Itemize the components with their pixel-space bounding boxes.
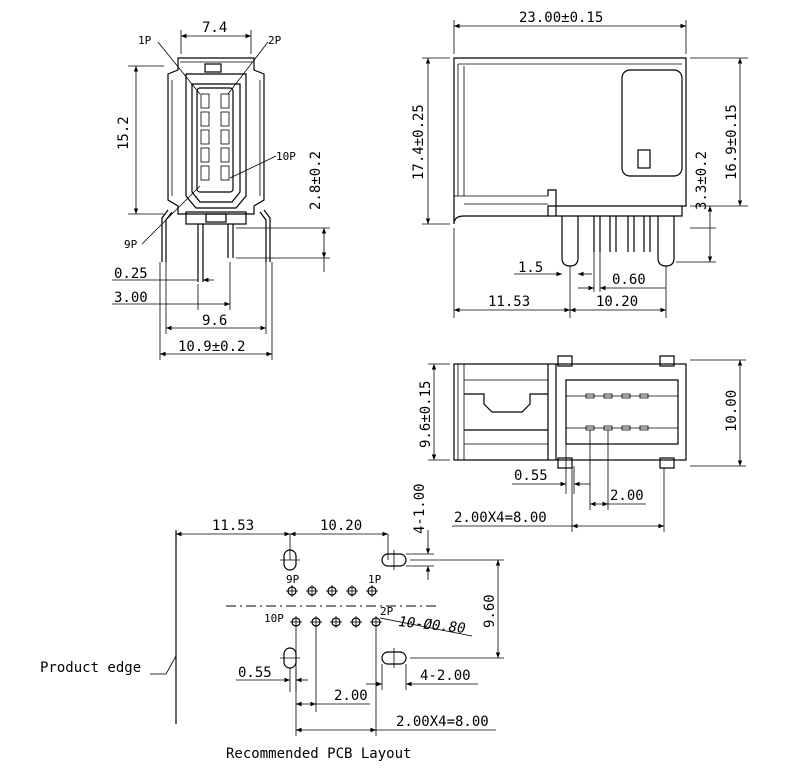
front-contacts bbox=[200, 93, 230, 181]
bottom-outline bbox=[453, 363, 687, 461]
dim-pcb-4-2-00: 4-2.00 bbox=[420, 668, 471, 684]
dim-front-overall-width: 10.9±0.2 bbox=[178, 339, 245, 355]
dim-pcb-9-60: 9.60 bbox=[482, 594, 498, 628]
side-view: 23.00±0.15 17.4±0.25 16.9±0.15 3.3±0.2 1… bbox=[411, 10, 748, 318]
front-contact-tongue bbox=[196, 87, 234, 193]
side-pins bbox=[548, 206, 683, 267]
dim-bottom-pitch: 2.00X4=8.00 bbox=[454, 510, 547, 526]
dim-pcb-pitch: 2.00X4=8.00 bbox=[396, 714, 489, 730]
dim-side-11-53: 11.53 bbox=[488, 294, 530, 310]
dim-front-9-6: 9.6 bbox=[202, 313, 227, 329]
side-front-edge bbox=[457, 64, 465, 196]
dim-side-10-20: 10.20 bbox=[596, 294, 638, 310]
dim-front-pin-width: 0.25 bbox=[114, 266, 148, 282]
dim-side-pin-protrusion: 3.3±0.2 bbox=[694, 151, 710, 210]
dim-side-0-60: 0.60 bbox=[612, 272, 646, 288]
dim-front-pin-height: 2.8±0.2 bbox=[308, 151, 324, 210]
pcb-pin-holes bbox=[286, 585, 382, 628]
dim-pcb-holes: 10-Ø0.80 bbox=[398, 614, 467, 637]
dim-side-1-5: 1.5 bbox=[518, 260, 543, 276]
dim-pcb-0-55: 0.55 bbox=[238, 665, 272, 681]
dim-bottom-0-55: 0.55 bbox=[514, 468, 548, 484]
pcb-label-1p: 1P bbox=[368, 573, 382, 586]
front-pins bbox=[197, 224, 234, 282]
side-window bbox=[621, 69, 683, 177]
front-top-tab bbox=[204, 63, 222, 73]
label-2p: 2P bbox=[268, 34, 282, 47]
bottom-rails bbox=[464, 379, 548, 445]
bottom-view: 9.6±0.15 10.00 0.55 2.00 2.00X4=8.00 bbox=[418, 355, 746, 532]
pcb-label-10p: 10P bbox=[264, 612, 284, 625]
dim-bottom-9-6: 9.6±0.15 bbox=[418, 381, 434, 448]
front-opening bbox=[185, 73, 247, 209]
bottom-pin-area bbox=[565, 379, 679, 445]
pcb-label-9p: 9P bbox=[286, 573, 300, 586]
front-legs-inner bbox=[165, 211, 267, 262]
front-inner-opening bbox=[191, 83, 241, 203]
front-shell-outline bbox=[167, 57, 265, 215]
dim-front-pin-offset: 3.00 bbox=[114, 290, 148, 306]
front-view: 1P 2P 7.4 15.2 10P 9P 2.8±0.2 0.25 3.0 bbox=[112, 20, 330, 360]
product-edge-label: Product edge bbox=[40, 660, 141, 676]
dim-front-width-top: 7.4 bbox=[202, 20, 227, 36]
dim-side-height-left: 17.4±0.25 bbox=[411, 104, 427, 180]
dim-side-height-right: 16.9±0.15 bbox=[724, 104, 740, 180]
dim-pcb-11-53: 11.53 bbox=[212, 518, 254, 534]
side-step bbox=[547, 189, 557, 206]
front-legs bbox=[161, 209, 271, 262]
dim-pcb-4-1-00: 4-1.00 bbox=[412, 483, 428, 534]
pcb-slot-holes bbox=[280, 549, 407, 669]
front-shell-edge bbox=[171, 80, 261, 196]
label-9p: 9P bbox=[124, 238, 138, 251]
bottom-pin-marks bbox=[557, 355, 675, 469]
dim-front-height: 15.2 bbox=[116, 116, 132, 150]
dim-bottom-2-00: 2.00 bbox=[610, 488, 644, 504]
pcb-label-2p: 2P bbox=[380, 605, 394, 618]
label-10p: 10P bbox=[276, 150, 296, 163]
dim-bottom-10-00: 10.00 bbox=[724, 390, 740, 432]
side-latch bbox=[637, 149, 651, 169]
front-base bbox=[185, 211, 247, 225]
bottom-latch-cutout bbox=[464, 393, 548, 431]
dim-side-length: 23.00±0.15 bbox=[519, 10, 603, 26]
label-1p: 1P bbox=[138, 34, 152, 47]
bottom-divider bbox=[547, 364, 557, 460]
front-base-tab bbox=[205, 213, 227, 223]
bottom-front-edges bbox=[457, 364, 465, 460]
dim-pcb-2-00: 2.00 bbox=[334, 688, 368, 704]
side-body-outline bbox=[453, 57, 687, 225]
bottom-pin-rows bbox=[566, 395, 678, 429]
side-bottom-lines bbox=[454, 195, 548, 205]
pcb-caption: Recommended PCB Layout bbox=[226, 746, 411, 762]
pcb-layout: 11.53 10.20 4-1.00 9.60 9P 1P 10P 2P bbox=[40, 483, 504, 762]
dim-pcb-10-20: 10.20 bbox=[320, 518, 362, 534]
